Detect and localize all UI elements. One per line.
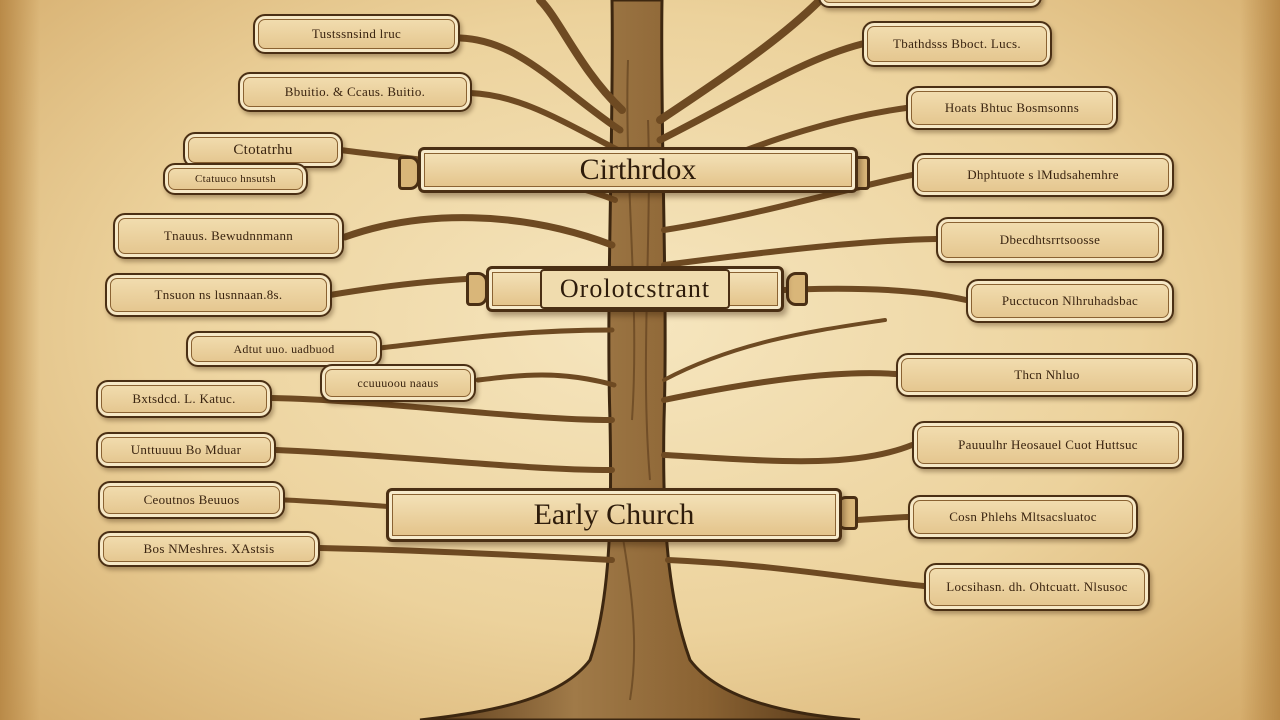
branch <box>317 545 615 563</box>
right-label-plaque: Dhphtuote s lMudsahemhre <box>912 153 1174 197</box>
top-banner-text: Cirthrdox <box>579 153 697 186</box>
left-label-text: Tnsuon ns lusnnaan.8s. <box>154 287 283 302</box>
left-label-plaque: Bxtsdcd. L. Katuc. <box>96 380 272 418</box>
left-label-plaque: Adtut uuo. uadbuod <box>186 331 382 367</box>
left-label-plaque: Ctatuuco hnsutsh <box>163 163 308 195</box>
left-label-text: Tnauus. Bewudnnmann <box>163 228 294 243</box>
right-label-text: Locsihasn. dh. Ohtcuatt. Nlsusoc <box>946 579 1128 594</box>
branch <box>536 0 626 114</box>
left-label-text: Ceoutnos Beuuos <box>143 492 240 507</box>
right-label-plaque: Tbathdsss Bboct. Lucs. <box>862 21 1052 67</box>
left-label-text: Ctatuuco hnsutsh <box>195 173 276 185</box>
middle-banner-text: Orolotcstrant <box>559 274 711 303</box>
banner-curl <box>466 272 488 306</box>
left-label-text: Bos NMeshres. XAstsis <box>143 541 275 556</box>
branch <box>269 395 615 423</box>
left-label-plaque: Bos NMeshres. XAstsis <box>98 531 320 567</box>
tree-trunk <box>419 0 861 720</box>
left-label-plaque: ccuuuoou naaus <box>320 364 476 402</box>
right-label-plaque: Pauuulhr Heosauel Cuot Huttsuc <box>912 421 1184 469</box>
branch <box>661 172 915 233</box>
branch <box>661 442 915 465</box>
right-label-text: Hoats Bhtuc Bosmsonns <box>944 100 1080 115</box>
right-label-text: Pucctucon Nlhruhadsbac <box>1001 293 1139 308</box>
left-label-text: ccuuuoou naaus <box>357 375 439 390</box>
branch <box>656 0 824 124</box>
bottom-banner: Early Church <box>386 488 842 542</box>
bottom-banner-text: Early Church <box>533 498 695 531</box>
right-label-plaque: Cosn Phlehs Mltsacsluatoc <box>908 495 1138 539</box>
left-label-text: Unttuuuu Bo Mduar <box>130 442 242 457</box>
right-label-text: Dhphtuote s lMudsahemhre <box>967 167 1119 182</box>
branch <box>656 40 866 144</box>
middle-banner-inner-frame: Orolotcstrant <box>539 269 731 309</box>
right-label-text: Pauuulhr Heosauel Cuot Huttsuc <box>958 437 1138 452</box>
left-label-plaque: Ceoutnos Beuuos <box>98 481 285 519</box>
right-label-plaque: Locsihasn. dh. Ohtcuatt. Nlsusoc <box>924 563 1150 611</box>
branch <box>665 557 927 589</box>
right-label-text: Tbathdsss Bboct. Lucs. <box>893 36 1021 51</box>
parchment-left-edge <box>0 0 40 720</box>
branch <box>273 447 615 473</box>
right-label-plaque: Thcn Nhluo <box>896 353 1198 397</box>
right-label-plaque: Dbecdhtsrrtsoosse <box>936 217 1164 263</box>
branch <box>341 214 616 249</box>
right-label-text: Thcn Nhluo <box>1014 367 1080 382</box>
branch <box>467 90 621 153</box>
branch <box>661 236 939 268</box>
parchment-right-edge <box>1240 0 1280 720</box>
right-label-plaque: Hoats Bhtuc Bosmsonns <box>906 86 1118 130</box>
left-label-text: Bbuitio. & Ccaus. Buitio. <box>284 84 426 99</box>
left-label-plaque: Unttuuuu Bo Mduar <box>96 432 276 468</box>
branch <box>661 370 899 403</box>
left-label-text: Ctotatrhu <box>233 141 293 158</box>
branch <box>377 327 615 351</box>
branch <box>475 372 617 388</box>
right-label-text: Dbecdhtsrrtsoosse <box>999 232 1101 247</box>
left-label-plaque: Tnsuon ns lusnnaan.8s. <box>105 273 332 317</box>
branch <box>662 318 887 382</box>
left-label-text: Adtut uuo. uadbuod <box>233 341 335 356</box>
banner-curl <box>398 156 420 190</box>
left-label-text: Bxtsdcd. L. Katuc. <box>132 391 236 406</box>
top-banner: Cirthrdox <box>418 147 858 193</box>
branch <box>456 34 624 134</box>
right-label-text: Cosn Phlehs Mltsacsluatoc <box>949 509 1097 524</box>
banner-curl <box>786 272 808 306</box>
right-label-plaque <box>818 0 1042 8</box>
right-label-plaque: Pucctucon Nlhruhadsbac <box>966 279 1174 323</box>
left-label-plaque: Tustssnsind lruc <box>253 14 460 54</box>
left-label-plaque: Tnauus. Bewudnnmann <box>113 213 344 259</box>
middle-banner: Orolotcstrant <box>486 266 784 312</box>
left-label-plaque: Bbuitio. & Ccaus. Buitio. <box>238 72 472 112</box>
left-label-text: Tustssnsind lruc <box>311 26 402 41</box>
